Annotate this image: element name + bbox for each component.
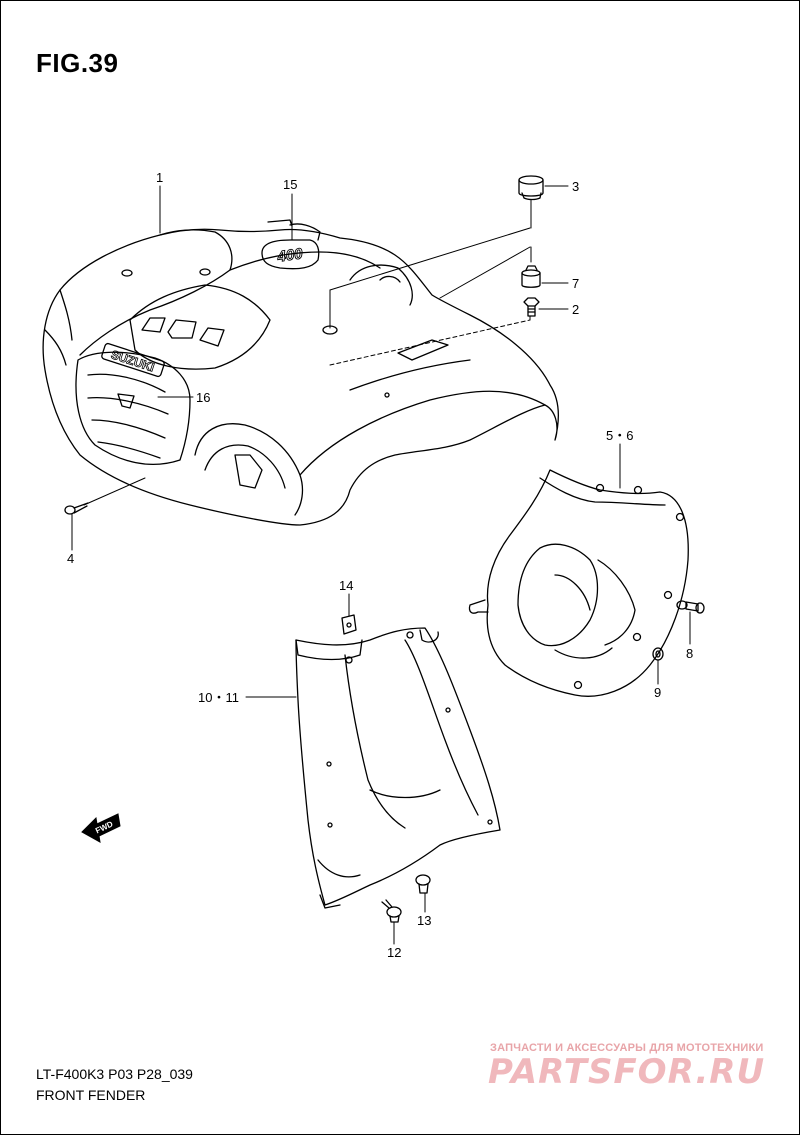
leader-lines	[71, 185, 691, 945]
push-rivet-12	[381, 899, 402, 923]
callout-9: 9	[654, 685, 661, 700]
model-emblem-text: 400	[276, 245, 305, 266]
callout-15: 15	[283, 177, 297, 192]
callout-5-6: 5・6	[606, 428, 633, 443]
callout-14: 14	[339, 578, 353, 593]
callout-10-11: 10・11	[198, 690, 239, 705]
clip-fastener	[676, 600, 705, 614]
front-fender-body	[42, 228, 559, 526]
callout-3: 3	[572, 179, 579, 194]
callout-1: 1	[156, 170, 163, 185]
forward-arrow-icon: FWD	[81, 813, 121, 843]
bolt	[523, 297, 540, 317]
callout-8: 8	[686, 646, 693, 661]
model-emblem-400	[261, 219, 321, 270]
callout-7: 7	[572, 276, 579, 291]
watermark-caption: ЗАПЧАСТИ И АКСЕССУАРЫ ДЛЯ МОТОТЕХНИКИ	[490, 1042, 764, 1054]
callout-12: 12	[387, 945, 401, 960]
side-cover	[468, 469, 689, 697]
collar	[521, 265, 541, 288]
figure-title: FIG.39	[36, 48, 119, 78]
mud-guard	[295, 627, 501, 909]
bracket-clip	[341, 614, 357, 635]
diagram-reference-code: LT-F400K3 P03 P28_039	[36, 1066, 193, 1082]
watermark-logo: PARTSFOR.RU	[488, 1052, 766, 1092]
callout-13: 13	[417, 913, 431, 928]
callout-16: 16	[196, 390, 210, 405]
callout-2: 2	[572, 302, 579, 317]
callout-4: 4	[67, 551, 74, 566]
rubber-cushion	[518, 175, 544, 201]
diagram-section-name: FRONT FENDER	[36, 1087, 146, 1103]
push-rivet-13	[415, 874, 431, 894]
